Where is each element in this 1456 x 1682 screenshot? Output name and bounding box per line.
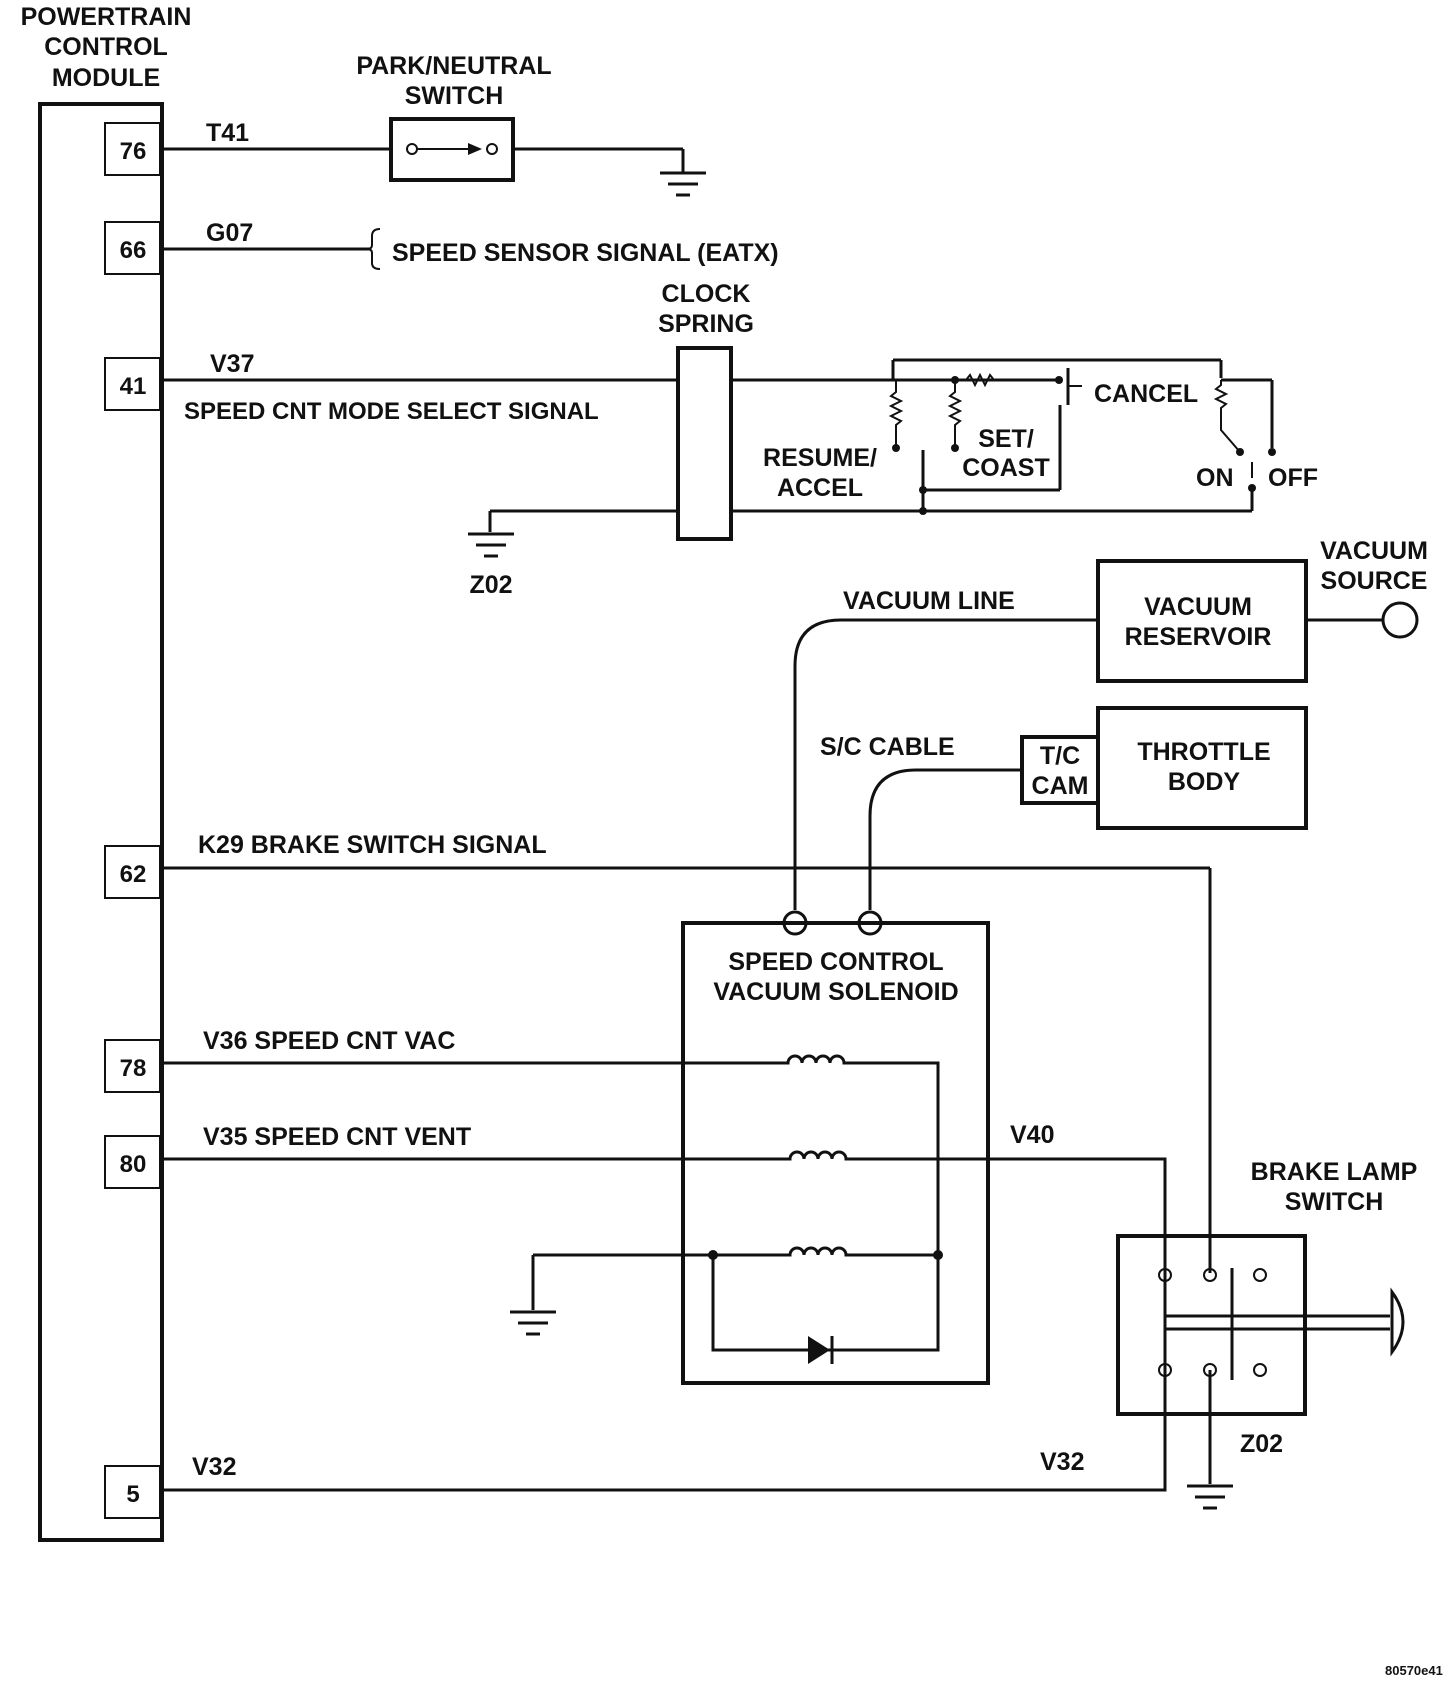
vacuum-reservoir-label-2: RESERVOIR [1125,623,1272,651]
vacuum-system: VACUUM LINE VACUUM RESERVOIR VACUUM SOUR… [793,537,1428,910]
wire-v32-left-label: V32 [192,1453,236,1481]
diode-symbol [808,1336,830,1364]
sc-cable-label: S/C CABLE [820,733,955,761]
pcm-pin-41: 41 [104,357,161,411]
throttle-body-label-2: BODY [1168,768,1241,796]
pcm-pin-66: 66 [104,221,161,275]
brake-pedal-plunger [1390,1287,1405,1357]
solenoid-label-2: VACUUM SOLENOID [713,978,958,1006]
speed-sensor-circuit: G07 SPEED SENSOR SIGNAL (EATX) [162,219,779,270]
pcm-title-line-2: CONTROL [44,33,168,61]
wire-v32-right-label: V32 [1040,1448,1084,1476]
pin-78-label: 78 [120,1055,147,1082]
vacuum-source-port [1381,601,1419,639]
brake-lamp-switch: BRAKE LAMP SWITCH Z02 [1116,1158,1418,1510]
pcm-pin-5: 5 [104,1465,161,1519]
pin-76-label: 76 [120,138,147,165]
clock-spring-label-1: CLOCK [662,280,751,308]
speed-control-vacuum-solenoid: SPEED CONTROL VACUUM SOLENOID V36 SPEED … [162,910,1167,1492]
park-neutral-circuit: T41 PARK/NEUTRAL SWITCH [162,52,706,197]
vacuum-source-label-2: SOURCE [1321,567,1428,595]
off-label: OFF [1268,464,1318,492]
tc-cam-label-1: T/C [1040,742,1080,770]
solenoid-label-1: SPEED CONTROL [728,948,943,976]
wire-v40-label: V40 [1010,1121,1054,1149]
figure-code: 80570e41 [1385,1663,1443,1678]
throttle-system: S/C CABLE T/C CAM THROTTLE BODY [820,706,1308,910]
pin-80-label: 80 [120,1151,147,1178]
wire-v35-label: V35 SPEED CNT VENT [203,1123,471,1151]
solenoid-housing [681,921,990,1385]
pcm-pin-76: 76 [104,122,161,176]
powertrain-control-module: POWERTRAIN CONTROL MODULE [21,3,192,1542]
wire-g07-label: G07 [206,219,253,247]
park-neutral-label-2: SWITCH [405,82,504,110]
wire-k29-label: K29 BRAKE SWITCH SIGNAL [198,831,547,859]
pcm-housing [38,102,164,1542]
vacuum-reservoir [1096,559,1308,683]
wire-v36-label: V36 SPEED CNT VAC [203,1027,455,1055]
clock-spring-label-2: SPRING [658,310,754,338]
tc-cam-label-2: CAM [1032,772,1089,800]
cancel-label: CANCEL [1094,380,1198,408]
resume-accel-label-2: ACCEL [777,474,863,502]
pcm-pin-62: 62 [104,845,161,899]
wire-v37-label: V37 [210,350,254,378]
clock-spring [676,346,733,541]
brake-lamp-switch-label-1: BRAKE LAMP [1251,1158,1418,1186]
vacuum-reservoir-label-1: VACUUM [1144,593,1252,621]
ground-symbol [660,171,706,197]
set-coast-label-1: SET/ [978,425,1034,453]
throttle-body-label-1: THROTTLE [1137,738,1270,766]
speed-sensor-label: SPEED SENSOR SIGNAL (EATX) [392,239,779,267]
park-neutral-label-1: PARK/NEUTRAL [356,52,551,80]
resume-accel-label-1: RESUME/ [763,444,877,472]
pcm-title-line-3: MODULE [52,64,160,92]
pin-41-label: 41 [120,373,147,400]
ground-symbol [468,532,514,558]
ground-symbol [510,1310,556,1336]
ground-z02-left: Z02 [469,571,512,599]
set-coast-label-2: COAST [962,454,1050,482]
brake-lamp-switch-label-2: SWITCH [1285,1188,1384,1216]
throttle-body [1096,706,1308,830]
ground-z02-right: Z02 [1240,1430,1283,1458]
pcm-pin-78: 78 [104,1039,161,1093]
pcm-title-line-1: POWERTRAIN [21,3,192,31]
wire-t41-label: T41 [206,119,249,147]
vacuum-source-label-1: VACUUM [1320,537,1428,565]
on-label: ON [1196,464,1234,492]
vacuum-line-label: VACUUM LINE [843,587,1015,615]
pin-62-label: 62 [120,861,147,888]
wire-v37-description: SPEED CNT MODE SELECT SIGNAL [184,398,599,425]
brake-switch-signal-circuit: K29 BRAKE SWITCH SIGNAL [162,831,1212,1273]
pcm-pin-80: 80 [104,1135,161,1189]
pin-5-label: 5 [126,1481,139,1508]
speed-control-switch-circuit: V37 SPEED CNT MODE SELECT SIGNAL CLOCK S… [162,280,1318,599]
pin-66-label: 66 [120,237,147,264]
ground-symbol [1187,1484,1233,1510]
